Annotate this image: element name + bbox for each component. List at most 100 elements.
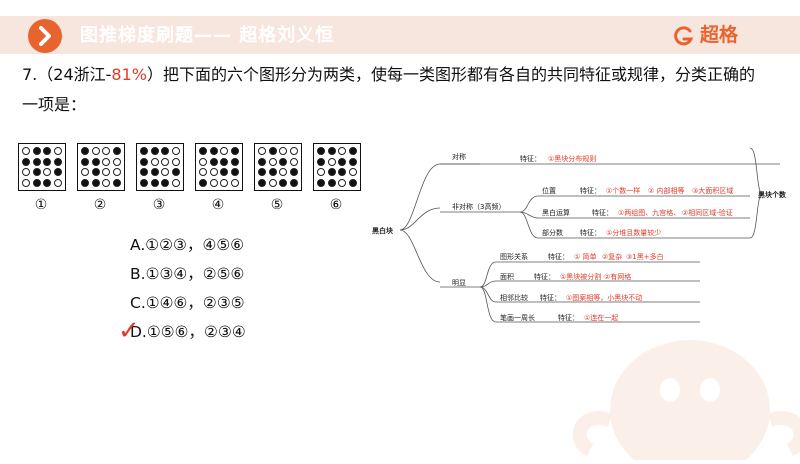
figure-cell <box>279 157 288 166</box>
figure-3 <box>136 143 184 191</box>
mm-xianglin-value: ①图案相等，小黑块不动 <box>566 294 643 302</box>
figure-cell <box>91 147 100 156</box>
figure-cell <box>112 147 121 156</box>
g-swirl-icon <box>673 25 695 47</box>
mm-tuxing: 图形关系 <box>500 253 528 261</box>
mm-mianji: 面积 <box>500 273 514 281</box>
figure-4 <box>195 143 243 191</box>
option-d[interactable]: D.①⑤⑥，②③④ <box>130 323 246 341</box>
figure-cell <box>258 178 267 187</box>
figure-cell <box>171 147 180 156</box>
figure-cell <box>268 147 277 156</box>
mm-bihua: 笔画一周长 <box>500 314 535 322</box>
figure-cell <box>81 157 90 166</box>
option-c[interactable]: C.①④⑥，②③⑤ <box>130 294 245 312</box>
mm-heibai-a: ①两组图、九宫格、 <box>618 209 681 217</box>
figure-cell <box>81 178 90 187</box>
figure-cell <box>150 178 159 187</box>
figure-cell <box>348 178 357 187</box>
mm-weizhi-b: ② 内部相等 <box>648 187 685 195</box>
figure-cell <box>171 178 180 187</box>
mm-mianji-a: ①黑块被分割 <box>560 273 602 281</box>
figure-cell <box>209 178 218 187</box>
mm-bihua-feature: 特征： <box>558 314 579 322</box>
figure-2 <box>77 143 125 191</box>
accuracy-rate: 81% <box>111 65 147 84</box>
figure-cell <box>338 178 347 187</box>
figure-cell <box>327 147 336 156</box>
mm-feiduichen: 非对称（3高频） <box>452 203 506 211</box>
figure-cell <box>317 178 326 187</box>
figure-cell <box>268 178 277 187</box>
figure-cell <box>22 168 31 177</box>
figure-cell <box>43 147 52 156</box>
figure-cell <box>258 168 267 177</box>
figure-cell <box>289 178 298 187</box>
figure-cell <box>258 147 267 156</box>
figure-1 <box>18 143 66 191</box>
figure-cell <box>279 147 288 156</box>
chevron-right-icon <box>28 19 62 53</box>
figure-cell <box>327 178 336 187</box>
figure-cell <box>102 168 111 177</box>
figure-cell <box>53 168 62 177</box>
figure-cell <box>317 168 326 177</box>
figure-cell <box>112 168 121 177</box>
mm-mingxian: 明显 <box>452 279 466 287</box>
figure-cell <box>327 168 336 177</box>
figure-cell <box>199 168 208 177</box>
figure-cell <box>209 147 218 156</box>
mascot-watermark <box>560 300 800 464</box>
mm-duichen-value: ①黑块分布规则 <box>548 155 597 163</box>
figure-cell <box>140 147 149 156</box>
brand-logo-text: 超格 <box>700 24 739 46</box>
figure-cell <box>32 147 41 156</box>
figure-cell <box>199 178 208 187</box>
mm-duichen-feature: 特征： <box>520 155 541 163</box>
figure-cell <box>258 157 267 166</box>
figure-cell <box>289 168 298 177</box>
figure-cell <box>112 178 121 187</box>
figure-cell <box>161 168 170 177</box>
mm-tuxing-b: ②复杂 <box>602 253 623 261</box>
option-a[interactable]: A.①②③，④⑤⑥ <box>130 236 245 254</box>
header-bar <box>0 16 800 54</box>
mm-duichen: 对称 <box>452 153 466 161</box>
figure-cell <box>53 157 62 166</box>
mm-heibai-b: ②相同区域-验证 <box>682 209 733 217</box>
question-number: 7. <box>22 65 38 84</box>
figure-cell <box>220 157 229 166</box>
mm-bufen: 部分数 <box>542 229 563 237</box>
mm-heibai: 黑白运算 <box>542 209 570 217</box>
figure-cell <box>161 147 170 156</box>
figure-cell <box>338 147 347 156</box>
figure-cell <box>230 178 239 187</box>
figure-cell <box>140 178 149 187</box>
figure-cell <box>230 157 239 166</box>
figure-cell <box>268 168 277 177</box>
figure-cell <box>150 168 159 177</box>
mm-xianglin-feature: 特征： <box>540 294 561 302</box>
figure-cell <box>102 147 111 156</box>
figure-cell <box>91 178 100 187</box>
figure-cell <box>140 168 149 177</box>
figure-cell <box>348 168 357 177</box>
figure-cell <box>140 157 149 166</box>
figure-cell <box>161 157 170 166</box>
figure-label: ③ <box>152 197 166 213</box>
question-source: （24浙江- <box>37 65 112 84</box>
mm-right-label: 黑块个数 <box>758 191 786 199</box>
figure-cell <box>53 178 62 187</box>
figure-cell <box>43 157 52 166</box>
figure-cell <box>268 157 277 166</box>
figure-cell <box>32 168 41 177</box>
option-b[interactable]: B.①③④，②⑤⑥ <box>130 265 245 283</box>
answer-check-icon: ✓ <box>118 316 140 346</box>
figure-cell <box>102 157 111 166</box>
mm-heibai-feature: 特征： <box>592 209 613 217</box>
figure-5 <box>254 143 302 191</box>
figure-cell <box>150 157 159 166</box>
figure-cell <box>32 157 41 166</box>
mm-weizhi-c: ③大面积区域 <box>692 187 734 195</box>
figure-cell <box>171 157 180 166</box>
